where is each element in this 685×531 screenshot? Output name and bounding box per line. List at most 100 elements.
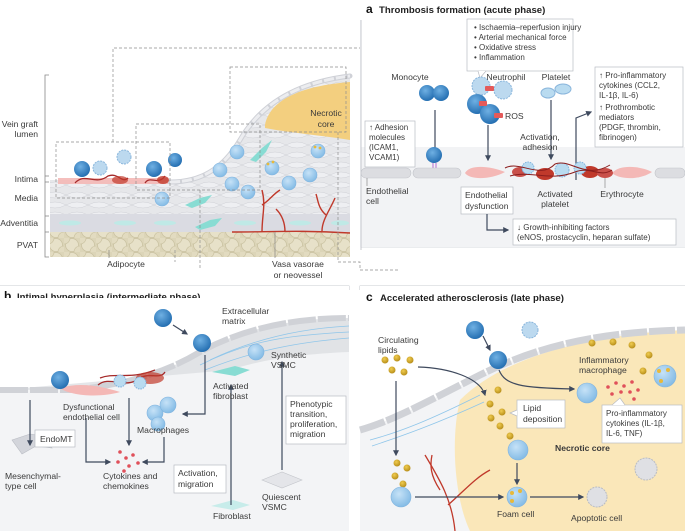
lipid-particles <box>381 338 653 488</box>
label-neutrophil: Neutrophil <box>486 72 525 82</box>
panel-c-letter: c <box>366 290 373 304</box>
panel-c-title: Accelerated atherosclerosis (late phase) <box>380 293 564 304</box>
label-dysfunctional-ec-2: endothelial cell <box>63 412 120 422</box>
growth-line: (eNOS, prostacyclin, heparan sulfate) <box>517 233 651 242</box>
label-media: Media <box>15 193 39 203</box>
endomt-label: EndoMT <box>40 434 73 444</box>
label-foam-cell: Foam cell <box>497 509 534 519</box>
label-erythrocyte: Erythrocyte <box>600 189 644 199</box>
phenotypic-line: transition, <box>290 409 327 419</box>
adhesion-line: (ICAM1, <box>369 143 398 152</box>
dysfunction-line: Endothelial <box>465 190 508 200</box>
endothelial-dysfunction-box <box>460 186 514 215</box>
necrotic-core <box>265 82 350 140</box>
label-inflammatory-macrophage: Inflammatory <box>579 355 629 365</box>
label-necrotic-core-top: Necrotic <box>310 108 342 118</box>
inflammatory-macrophage-cell <box>576 382 598 404</box>
phenotypic-line: Phenotypic <box>290 399 333 409</box>
label-activated-platelet: Activated <box>537 189 573 199</box>
label-activated-fibroblast-2: fibroblast <box>213 391 248 401</box>
panel-a-letter: a <box>366 2 373 16</box>
label-cytokines: Cytokines and <box>103 471 158 481</box>
activation-line: migration <box>178 479 214 489</box>
label-monocyte: Monocyte <box>391 72 428 82</box>
mediators-line: fibrinogen) <box>599 133 637 142</box>
apoptotic-cell <box>586 486 608 508</box>
phenotypic-line: migration <box>290 429 326 439</box>
label-fibroblast: Fibroblast <box>213 511 251 521</box>
panel-c: c Accelerated atherosclerosis (late phas… <box>359 285 685 531</box>
lipid-line: deposition <box>523 414 562 424</box>
endomt-box <box>34 429 76 448</box>
trigger-item: • Inflammation <box>474 53 525 62</box>
adhesion-line: VCAM1) <box>369 153 400 162</box>
label-necrotic-core-bottom: core <box>318 119 335 129</box>
cytokine-line: Pro-inflammatory <box>606 409 667 418</box>
label-circulating-lipids: Circulating <box>378 335 419 345</box>
label-pvat: PVAT <box>17 240 39 250</box>
growth-inhibiting-box <box>512 218 677 246</box>
lipid-line: Lipid <box>523 403 541 413</box>
adhesion-line: ↑ Adhesion <box>369 123 408 132</box>
label-vasa-vasorae: Vasa vasorae <box>272 259 324 269</box>
panel-b-letter: b <box>4 289 11 303</box>
panel-a-title: Thrombosis formation (acute phase) <box>379 5 545 16</box>
trigger-item: • Oxidative stress <box>474 43 536 52</box>
label-intima: Intima <box>15 174 39 184</box>
label-macrophages: Macrophages <box>137 425 189 435</box>
label-adventitia: Adventitia <box>0 218 38 228</box>
label-necrotic-core: Necrotic core <box>555 443 610 453</box>
label-synthetic-vsmc: Synthetic <box>271 350 307 360</box>
label-synthetic-vsmc-2: VSMC <box>271 360 296 370</box>
cytokine-dots <box>606 380 640 401</box>
thrombus <box>504 161 613 180</box>
label-inflammatory-macrophage-2: macrophage <box>579 365 627 375</box>
activation-line: Activation, <box>178 468 218 478</box>
label-activated-platelet-2: platelet <box>541 199 569 209</box>
foam-cell <box>506 486 528 508</box>
pvat-layer <box>50 231 350 257</box>
pro-inflammatory-cytokines-box <box>601 404 683 444</box>
label-cytokines-2: chemokines <box>103 481 149 491</box>
trigger-item: • Ischaemia–reperfusion injury <box>474 23 581 32</box>
panel-b-title: Intimal hyperplasia (intermediate phase) <box>17 292 200 303</box>
label-apoptotic-cell: Apoptotic cell <box>571 513 622 523</box>
mediators-line: cytokines (CCL2, <box>599 81 660 90</box>
mediators-line: IL-1β, IL-6) <box>599 91 639 100</box>
label-ecm-2: matrix <box>222 316 246 326</box>
label-activated-fibroblast: Activated <box>213 381 249 391</box>
mediators-box <box>594 66 684 148</box>
trigger-item: • Arterial mechanical force <box>474 33 567 42</box>
phenotypic-line: proliferation, <box>290 419 337 429</box>
panel-a: a Thrombosis formation (acute phase) • I… <box>360 2 685 250</box>
label-ros: ROS <box>505 111 524 121</box>
mediators-line: ↑ Pro-inflammatory <box>599 71 666 80</box>
label-ecm: Extracellular <box>222 306 269 316</box>
cytokines-dots <box>116 450 140 473</box>
cytokine-line: cytokines (IL-1β, <box>606 419 665 428</box>
necrotic-core-region <box>454 330 685 531</box>
vasa-vasorae <box>231 189 351 234</box>
label-endothelial-cell: Endothelial <box>366 186 409 196</box>
label-neovessel: or neovessel <box>274 270 323 280</box>
phenotypic-transition-box <box>285 395 347 445</box>
quiescent-vsmc-cell <box>261 471 303 489</box>
cytokine-line: IL-6, TNF) <box>606 429 643 438</box>
label-mesenchymal-2: type cell <box>5 481 37 491</box>
label-dysfunctional-ec: Dysfunctional <box>63 402 115 412</box>
platelet-cell <box>554 83 572 95</box>
monocyte-cell <box>51 371 69 389</box>
lipid-deposition-box <box>516 399 566 429</box>
label-mesenchymal: Mesenchymal- <box>5 471 61 481</box>
mediators-line: mediators <box>599 113 634 122</box>
label-endothelial-cell-2: cell <box>366 196 379 206</box>
adhesion-molecules-box <box>364 120 416 168</box>
endothelial-lining <box>360 166 685 179</box>
label-platelet: Platelet <box>542 72 571 82</box>
label-adipocyte: Adipocyte <box>107 259 145 269</box>
growth-line: ↓ Growth-inhibiting factors <box>517 223 609 232</box>
label-circulating-lipids-2: lipids <box>378 345 398 355</box>
